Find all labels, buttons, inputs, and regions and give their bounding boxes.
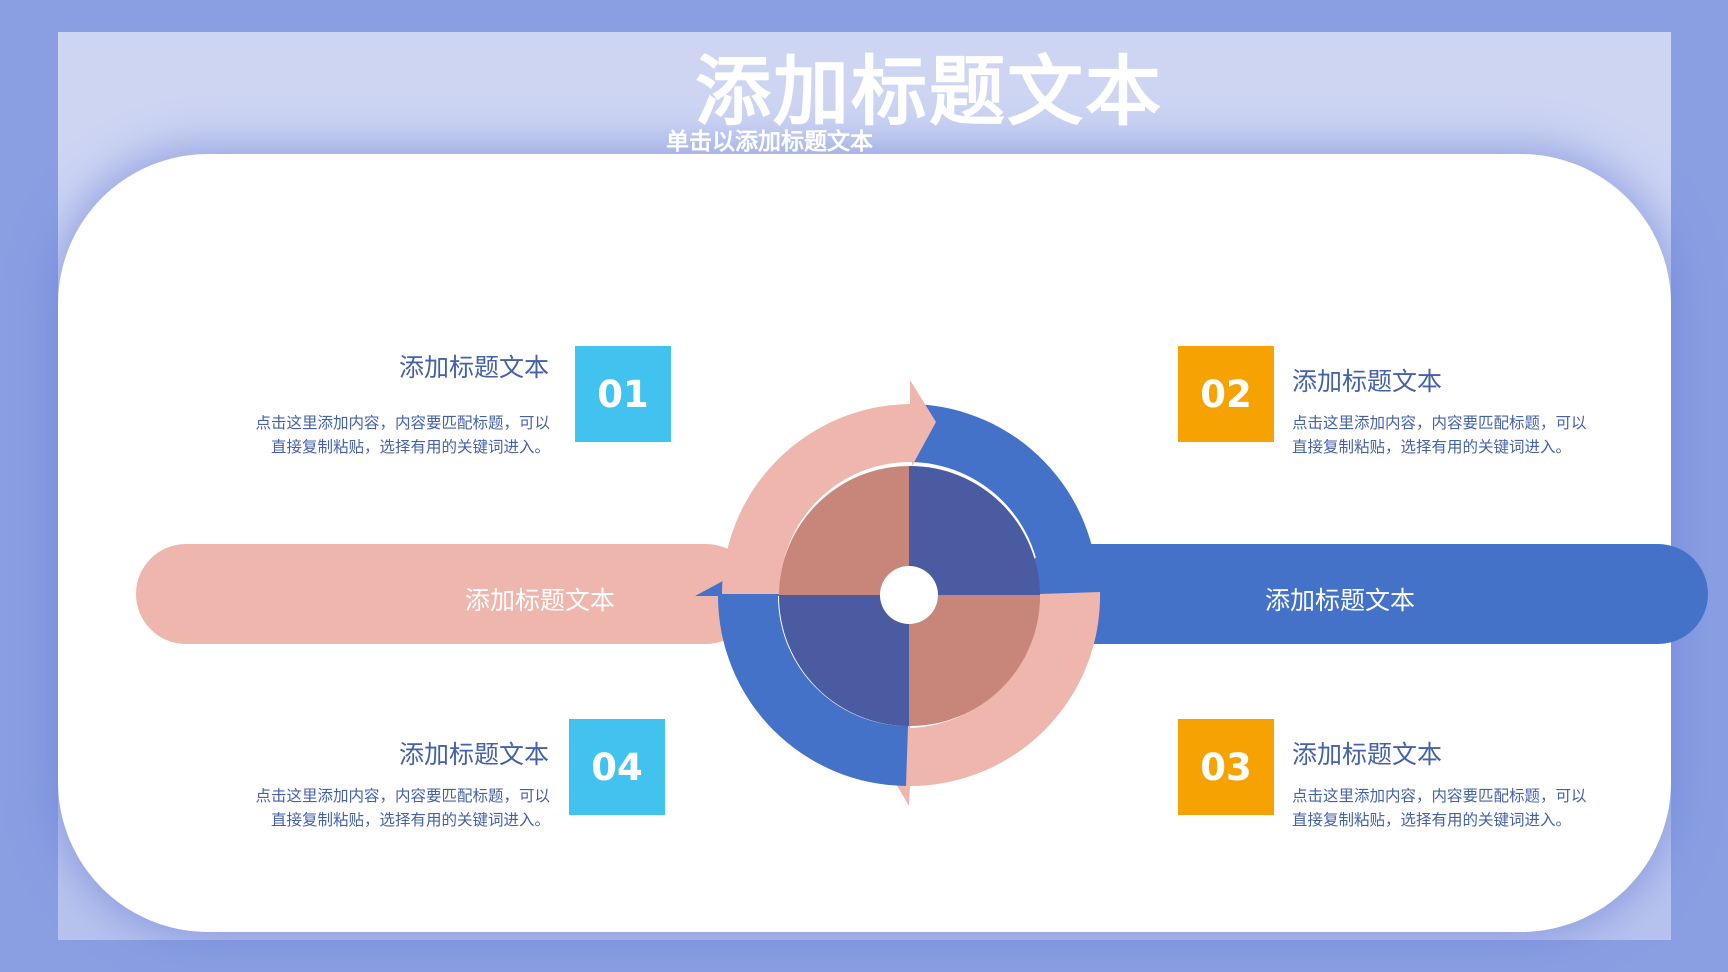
quadrant-top-right — [909, 465, 1040, 595]
item-01-desc-line2: 直接复制粘贴，选择有用的关键词进入。 — [270, 438, 550, 456]
number-box-03: 03 — [1178, 719, 1274, 815]
item-03-desc[interactable]: 点击这里添加内容，内容要匹配标题，可以 直接复制粘贴，选择有用的关键词进入。 — [1292, 784, 1612, 832]
number-box-01: 01 — [575, 346, 671, 442]
left-bar — [136, 544, 756, 644]
page-title[interactable]: 添加标题文本 — [695, 47, 1163, 136]
item-03-title[interactable]: 添加标题文本 — [1292, 740, 1443, 769]
item-02-title[interactable]: 添加标题文本 — [1292, 367, 1443, 396]
center-dot — [880, 566, 938, 624]
quadrant-bottom-left — [778, 595, 909, 726]
item-02-desc-line1: 点击这里添加内容，内容要匹配标题，可以 — [1292, 414, 1587, 432]
item-04-desc[interactable]: 点击这里添加内容，内容要匹配标题，可以 直接复制粘贴，选择有用的关键词进入。 — [230, 784, 550, 832]
item-03-desc-line2: 直接复制粘贴，选择有用的关键词进入。 — [1292, 811, 1572, 829]
item-01-title[interactable]: 添加标题文本 — [398, 353, 549, 382]
number-box-02: 02 — [1178, 346, 1274, 442]
page-subtitle[interactable]: 单击以添加标题文本 — [666, 129, 873, 155]
item-04-desc-line1: 点击这里添加内容，内容要匹配标题，可以 — [255, 787, 550, 805]
item-03-desc-line1: 点击这里添加内容，内容要匹配标题，可以 — [1292, 787, 1587, 805]
item-02-desc-line2: 直接复制粘贴，选择有用的关键词进入。 — [1292, 438, 1572, 456]
arrow-bottom-right — [882, 592, 1101, 806]
item-01-desc-line1: 点击这里添加内容，内容要匹配标题，可以 — [255, 414, 550, 432]
arrow-top-right — [910, 404, 1104, 622]
quadrant-top-left — [779, 466, 909, 595]
item-04-desc-line2: 直接复制粘贴，选择有用的关键词进入。 — [270, 811, 550, 829]
arrow-bottom-left — [695, 568, 908, 786]
item-02-desc[interactable]: 点击这里添加内容，内容要匹配标题，可以 直接复制粘贴，选择有用的关键词进入。 — [1292, 411, 1612, 459]
arrow-top-left — [721, 380, 936, 594]
item-04-title[interactable]: 添加标题文本 — [398, 740, 549, 769]
right-bar-label[interactable]: 添加标题文本 — [1265, 586, 1416, 615]
item-01-desc[interactable]: 点击这里添加内容，内容要匹配标题，可以 直接复制粘贴，选择有用的关键词进入。 — [230, 411, 550, 459]
number-box-04: 04 — [569, 719, 665, 815]
left-bar-label[interactable]: 添加标题文本 — [465, 586, 616, 615]
quadrant-bottom-right — [909, 595, 1041, 727]
right-bar — [1020, 544, 1708, 644]
